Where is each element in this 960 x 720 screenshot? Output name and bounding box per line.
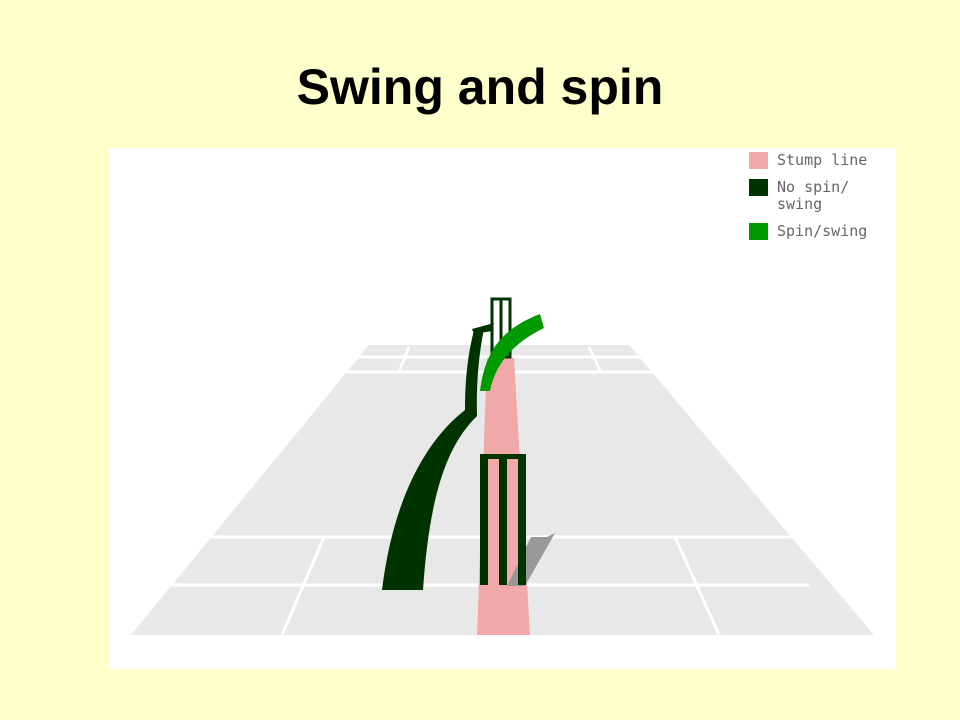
legend-item-no-spin: No spin/ swing (749, 179, 894, 213)
near-stumps (480, 454, 526, 585)
pitch-diagram (131, 297, 874, 636)
legend-label: No spin/ swing (777, 178, 850, 213)
no-spin-path (382, 329, 484, 590)
legend-swatch-spin (749, 223, 768, 240)
legend-label: Stump line (777, 151, 868, 169)
legend-swatch-no-spin (749, 179, 768, 196)
legend-item-spin: Spin/swing (749, 223, 894, 240)
no-spin-path-tail (472, 323, 494, 334)
legend: Stump line No spin/ swing Spin/swing (749, 152, 894, 250)
diagram-panel: Stump line No spin/ swing Spin/swing (109, 148, 896, 669)
legend-item-stump-line: Stump line (749, 152, 894, 169)
legend-label: Spin/swing (777, 222, 868, 240)
slide-title: Swing and spin (296, 59, 664, 115)
spin-path (480, 314, 544, 391)
legend-swatch-stump-line (749, 152, 768, 169)
